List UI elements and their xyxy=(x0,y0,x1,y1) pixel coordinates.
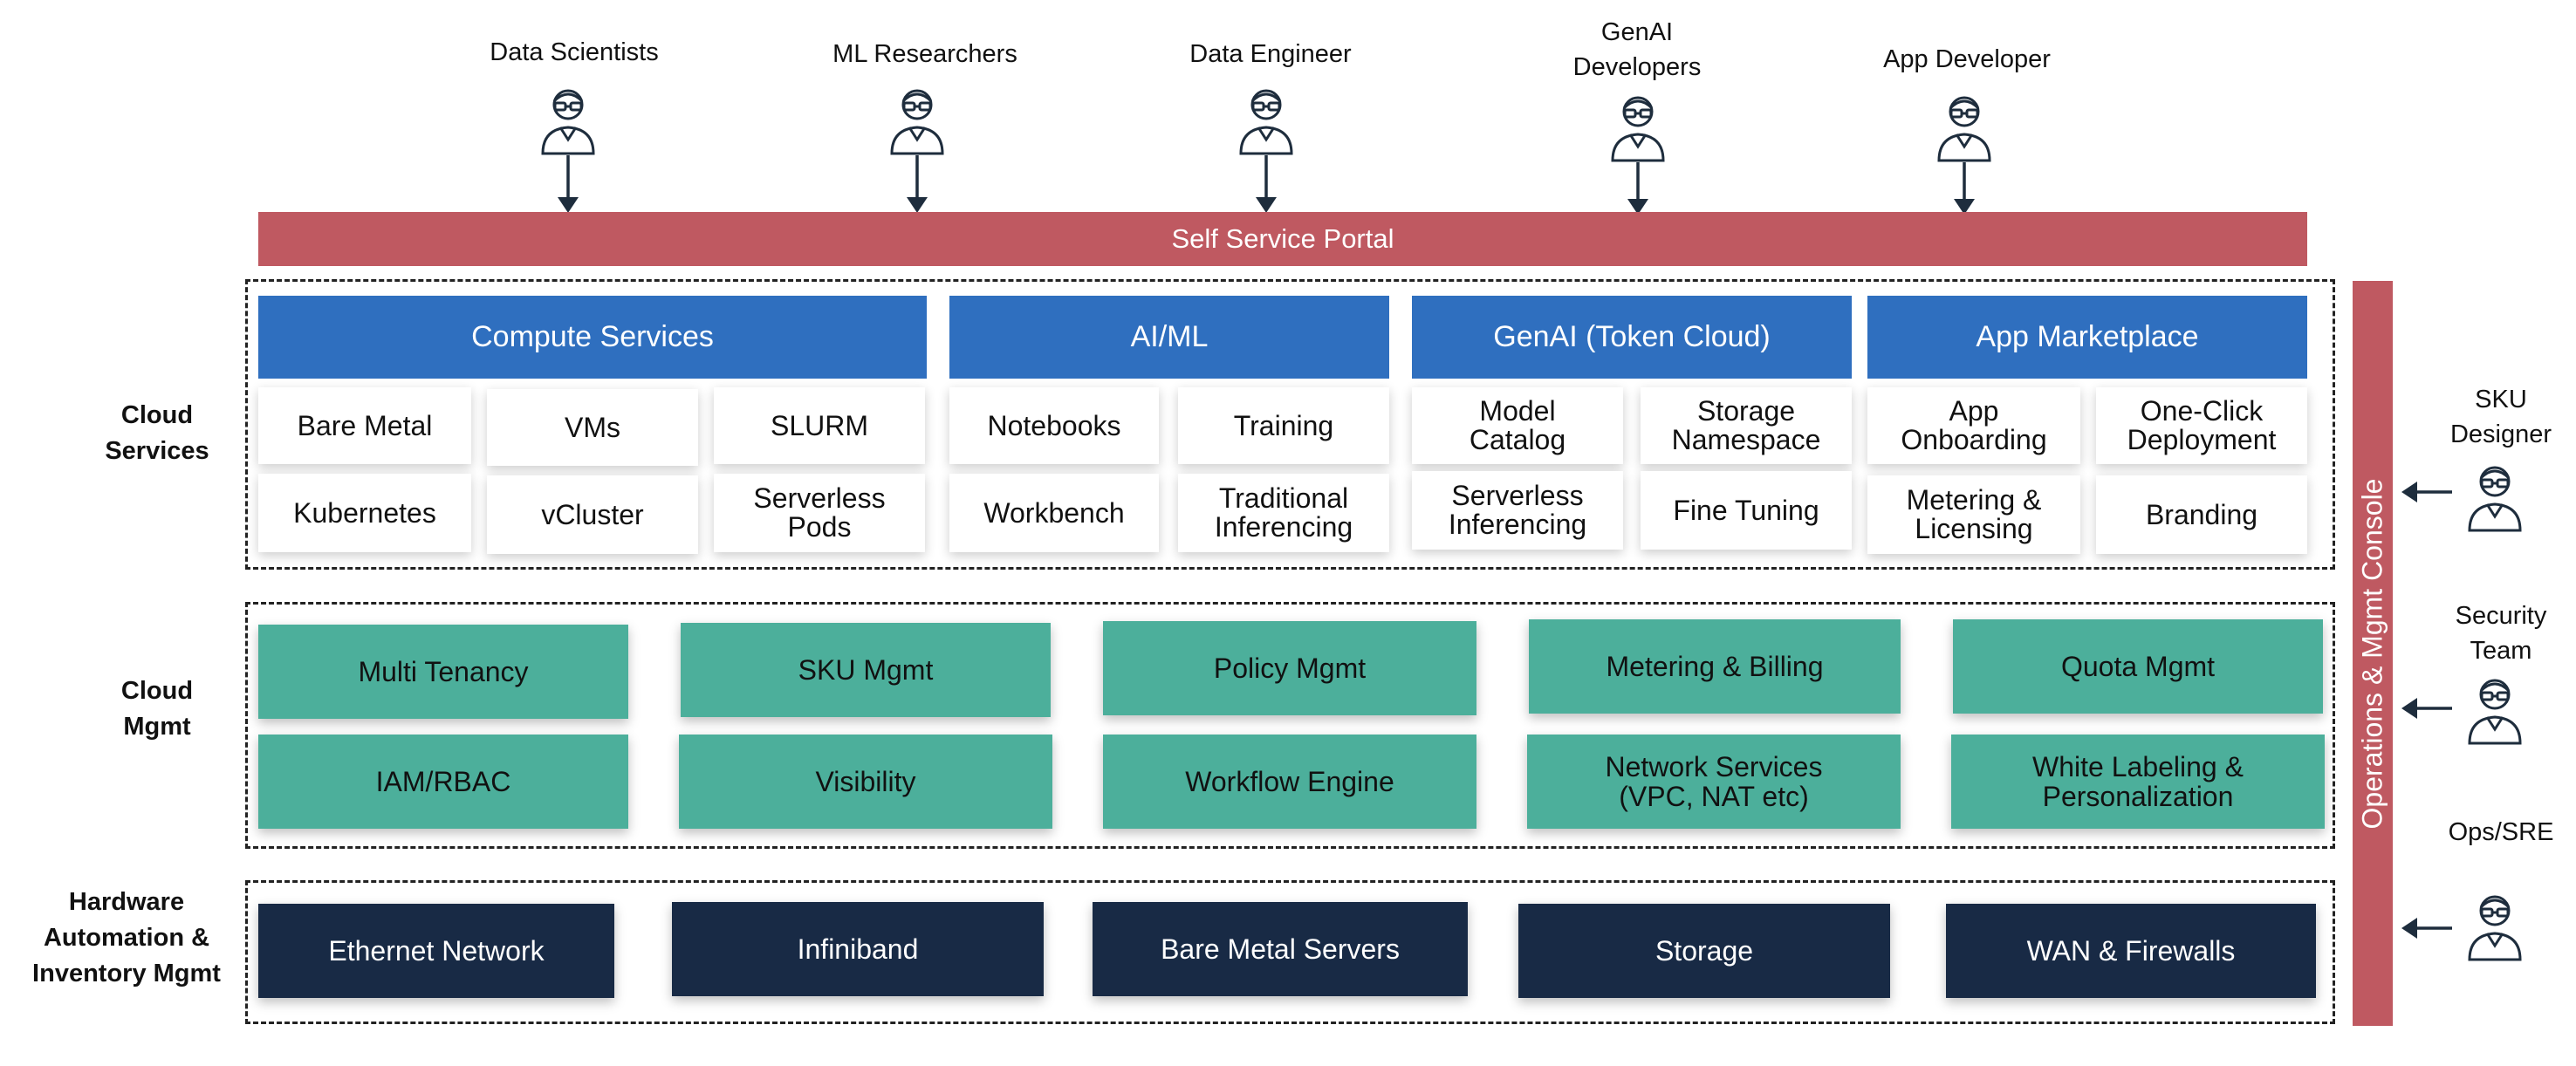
cell-notebooks[interactable]: Notebooks xyxy=(949,387,1159,464)
person-icon xyxy=(1935,91,1993,162)
mgmt-iam-rbac[interactable]: IAM/RBAC xyxy=(258,735,628,829)
person-icon xyxy=(539,84,597,155)
cloud-services-frame xyxy=(245,279,2335,570)
persona-label-ml-researchers: ML Researchers xyxy=(832,40,1017,68)
cell-bare-metal[interactable]: Bare Metal xyxy=(258,387,471,464)
person-icon xyxy=(2466,673,2524,745)
cell-metering-licensing[interactable]: Metering &Licensing xyxy=(1867,475,2080,554)
person-icon xyxy=(1237,84,1295,155)
cell-slurm[interactable]: SLURM xyxy=(714,387,925,464)
cell-fine-tuning[interactable]: Fine Tuning xyxy=(1641,471,1852,550)
hw-bare-metal-servers[interactable]: Bare Metal Servers xyxy=(1093,902,1468,996)
self-service-portal[interactable]: Self Service Portal xyxy=(258,212,2307,266)
hw-storage[interactable]: Storage xyxy=(1518,904,1890,998)
person-icon xyxy=(2466,461,2524,532)
mgmt-network-services[interactable]: Network Services(VPC, NAT etc) xyxy=(1527,735,1901,829)
person-icon xyxy=(2466,890,2524,961)
operations-mgmt-console[interactable]: Operations & Mgmt Console xyxy=(2353,281,2393,1026)
left-arrows xyxy=(2401,482,2452,939)
cell-kubernetes[interactable]: Kubernetes xyxy=(258,474,471,552)
cloud-mgmt-frame xyxy=(245,602,2335,849)
mgmt-metering-billing[interactable]: Metering & Billing xyxy=(1529,619,1901,714)
persona-label-ops-sre: Ops/SRE xyxy=(2448,818,2554,846)
hardware-frame xyxy=(245,880,2335,1024)
mgmt-workflow-engine[interactable]: Workflow Engine xyxy=(1103,735,1476,829)
cell-vms[interactable]: VMs xyxy=(487,389,698,466)
header-ai-ml[interactable]: AI/ML xyxy=(949,296,1389,379)
person-icon xyxy=(888,84,946,155)
mgmt-quota-mgmt[interactable]: Quota Mgmt xyxy=(1953,619,2323,714)
mgmt-sku-mgmt[interactable]: SKU Mgmt xyxy=(681,623,1051,717)
header-genai-token-cloud[interactable]: GenAI (Token Cloud) xyxy=(1412,296,1852,379)
persona-label-app-developer: App Developer xyxy=(1883,45,2051,73)
cell-training[interactable]: Training xyxy=(1178,387,1389,464)
mgmt-policy-mgmt[interactable]: Policy Mgmt xyxy=(1103,621,1476,715)
hw-wan-firewalls[interactable]: WAN & Firewalls xyxy=(1946,904,2316,998)
cell-branding[interactable]: Branding xyxy=(2096,475,2307,554)
mgmt-white-labeling[interactable]: White Labeling &Personalization xyxy=(1951,735,2325,829)
cell-vcluster[interactable]: vCluster xyxy=(487,475,698,554)
mgmt-visibility[interactable]: Visibility xyxy=(679,735,1052,829)
persona-label-data-engineer: Data Engineer xyxy=(1189,40,1352,68)
person-icon xyxy=(1609,91,1667,162)
down-arrows xyxy=(558,155,1975,215)
header-compute-services[interactable]: Compute Services xyxy=(258,296,927,379)
header-app-marketplace[interactable]: App Marketplace xyxy=(1867,296,2307,379)
hw-infiniband[interactable]: Infiniband xyxy=(672,902,1044,996)
persona-label-data-scientists: Data Scientists xyxy=(490,38,659,66)
hw-ethernet-network[interactable]: Ethernet Network xyxy=(258,904,614,998)
mgmt-multi-tenancy[interactable]: Multi Tenancy xyxy=(258,625,628,719)
cell-workbench[interactable]: Workbench xyxy=(949,474,1159,552)
